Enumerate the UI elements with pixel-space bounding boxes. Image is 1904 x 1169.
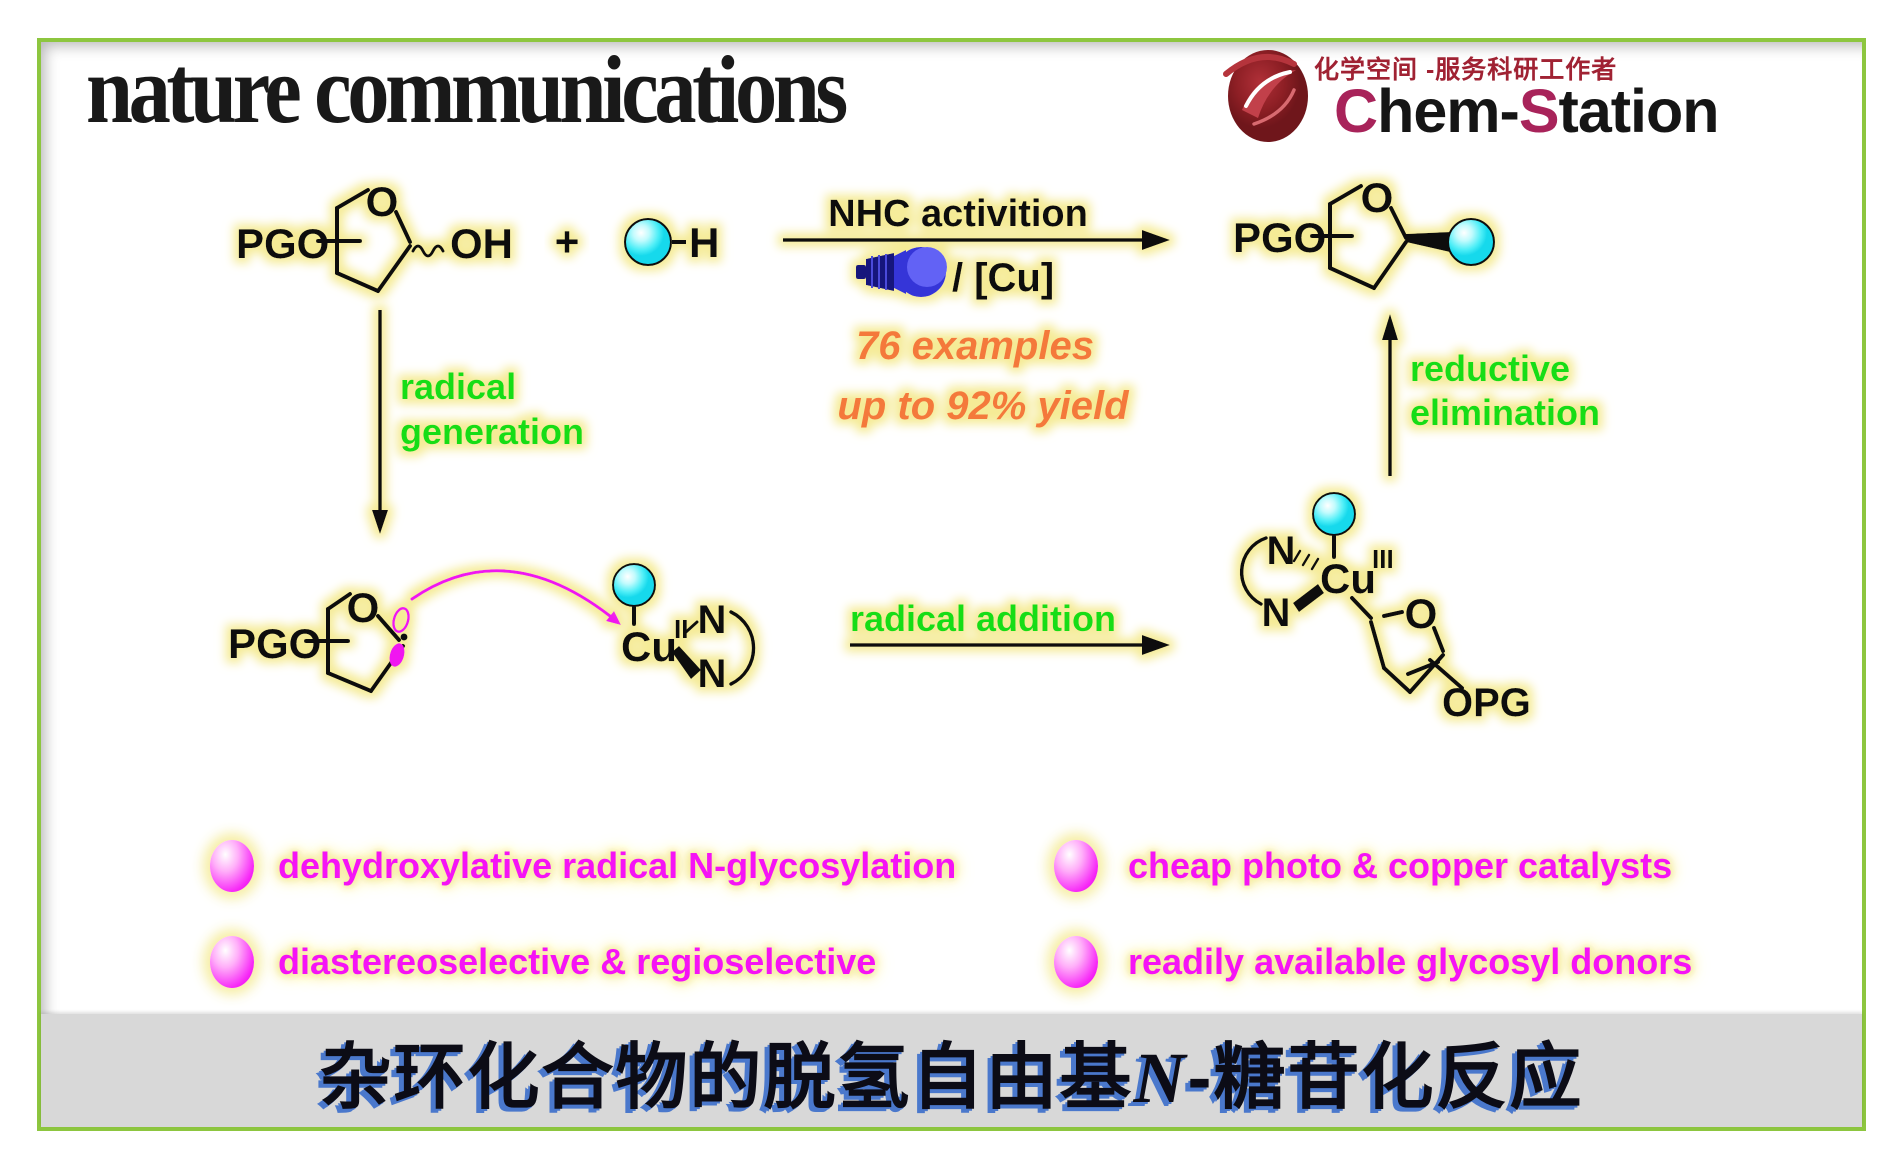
- cyan-sphere: [612, 563, 656, 607]
- bullet-item: cheap photo & copper catalysts: [1128, 845, 1673, 886]
- radical-generation-step: radical generation: [372, 310, 584, 534]
- cyan-sphere: [1312, 492, 1356, 536]
- pgo-label: PGO: [228, 620, 321, 667]
- arrowhead: [1382, 314, 1398, 340]
- curved-arrowhead: [606, 611, 621, 625]
- glycosyl-donor-structure: PGO O OH: [236, 178, 513, 293]
- n-ligand-label: N: [1262, 591, 1291, 635]
- chelate-arc: [1239, 536, 1268, 606]
- bullet-item: dehydroxylative radical N-glycosylation: [278, 845, 957, 886]
- cu-label: Cu: [1320, 555, 1376, 602]
- framed-panel: 杂环化合物的脱氢自由基N-糖苷化反应: [37, 38, 1866, 1131]
- bullet-sphere-icon: [1054, 936, 1098, 988]
- radical-p-orbital: [389, 607, 410, 667]
- svg-text:+: +: [555, 218, 580, 265]
- main-reaction-arrow: NHC activition / [Cu]: [783, 193, 1170, 300]
- ring-oxygen-label: O: [347, 584, 380, 631]
- n-ligand-label: N: [1267, 529, 1296, 573]
- footer-title-pre: 杂环化合物的脱氢自由基: [319, 1038, 1134, 1118]
- radical-generation-label-2: generation: [400, 411, 584, 452]
- arrowhead: [372, 510, 388, 534]
- cu-catalyst-label: / [Cu]: [952, 256, 1054, 300]
- chemstation-wordmark: Chem-Station: [1334, 77, 1720, 145]
- cyan-sphere: [624, 218, 672, 266]
- anomeric-radical-structure: PGO O: [228, 569, 621, 693]
- anomeric-squiggle-bond: [411, 244, 445, 258]
- bullet-item: readily available glycosyl donors: [1128, 941, 1693, 982]
- yield-label: up to 92% yield: [837, 384, 1130, 428]
- wedge-bond: [1293, 584, 1324, 612]
- radical-addition-label: radical addition: [850, 598, 1116, 639]
- ring-oxygen-label: O: [1361, 174, 1394, 221]
- bullet-sphere-icon: [210, 936, 254, 988]
- examples-label: 76 examples: [856, 324, 1094, 368]
- copper-iii-complex: Cu III N N O OPG: [1239, 492, 1531, 725]
- lightbulb-icon: [856, 247, 947, 297]
- chemstation-logo: 化学空间 -服务科研工作者 Chem-Station: [1222, 40, 1872, 150]
- copper-ii-complex: Cu II N N: [612, 563, 756, 696]
- arrowhead: [1142, 230, 1170, 250]
- nature-communications-logo: nature communications: [86, 36, 848, 143]
- oxidation-state-iii: III: [1372, 544, 1394, 574]
- oxidation-state-ii: II: [674, 614, 688, 644]
- wedge-bond: [1406, 232, 1450, 252]
- hydroxyl-label: OH: [450, 220, 513, 267]
- pgo-label: PGO: [236, 220, 329, 267]
- bullet-sphere-icon: [1054, 840, 1098, 892]
- radical-addition-step: radical addition: [850, 598, 1170, 655]
- footer-title: 杂环化合物的脱氢自由基N-糖苷化反应: [320, 1018, 1584, 1123]
- wedge-bond: [672, 646, 701, 679]
- bullet-item: diastereoselective & regioselective: [278, 941, 877, 982]
- footer-title-n: N: [1133, 1038, 1188, 1118]
- glycosylation-product-structure: PGO O: [1233, 174, 1495, 290]
- footer-title-post: -糖苷化反应: [1187, 1038, 1584, 1118]
- reductive-elimination-label-2: elimination: [1410, 392, 1600, 433]
- opg-label: OPG: [1442, 681, 1531, 725]
- chemstation-mark-icon: [1223, 50, 1308, 142]
- h-label: H: [689, 219, 719, 266]
- plus-sign: +: [555, 218, 580, 265]
- reductive-elimination-label-1: reductive: [1410, 348, 1570, 389]
- nh-heterocycle-sphere: H: [624, 218, 719, 266]
- electron-transfer-curved-arrow: [410, 569, 612, 618]
- n-ligand-label: N: [698, 652, 727, 696]
- radical-generation-label-1: radical: [400, 366, 516, 407]
- ring-oxygen-label: O: [366, 178, 399, 225]
- cu-label: Cu: [621, 623, 677, 670]
- footer-bar: 杂环化合物的脱氢自由基N-糖苷化反应: [41, 1014, 1862, 1127]
- nhc-activation-label: NHC activition: [828, 193, 1088, 235]
- chemstation-tagline: 化学空间 -服务科研工作者: [1314, 56, 1618, 84]
- chelate-arc: [729, 610, 756, 686]
- scope-stats: 76 examples up to 92% yield: [837, 324, 1130, 428]
- cyan-sphere: [1447, 218, 1495, 266]
- reductive-elimination-step: reductive elimination: [1382, 314, 1600, 476]
- ring-oxygen-label: O: [1405, 590, 1438, 637]
- arrowhead: [1142, 635, 1170, 655]
- bullet-sphere-icon: [210, 840, 254, 892]
- n-ligand-label: N: [698, 598, 727, 642]
